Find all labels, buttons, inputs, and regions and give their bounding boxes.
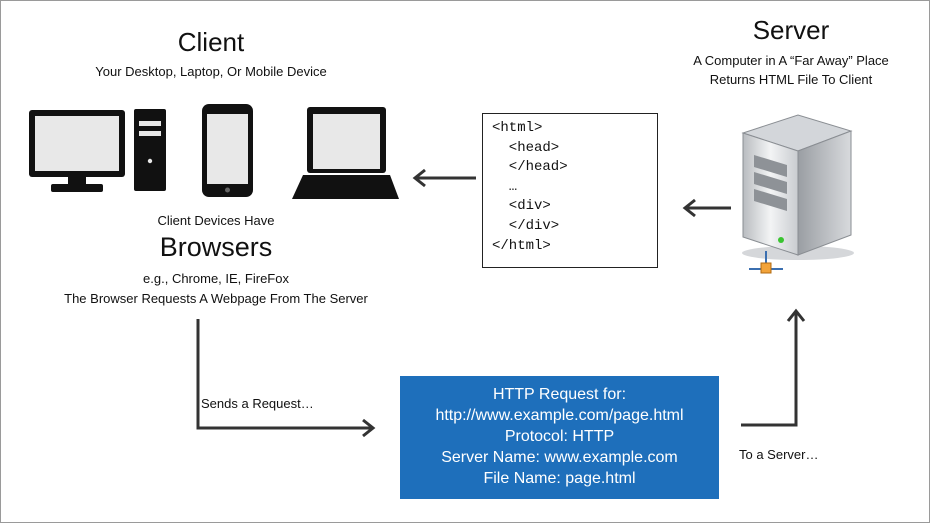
server-subtitle-line1: A Computer in A “Far Away” Place xyxy=(693,53,889,68)
code-line: </div> xyxy=(492,217,560,234)
code-line: </html> xyxy=(492,237,551,254)
request-line: Protocol: HTTP xyxy=(504,428,615,445)
server-subtitle-line2: Returns HTML File To Client xyxy=(709,72,873,87)
browsers-examples: e.g., Chrome, IE, FireFox xyxy=(143,271,289,286)
request-line: Server Name: www.example.com xyxy=(441,449,678,466)
client-devices-text: Client Devices Have xyxy=(157,213,275,228)
tower-pc-icon xyxy=(134,109,166,191)
code-line: <div> xyxy=(492,198,551,215)
code-line: <html> xyxy=(492,120,543,136)
to-server-label: To a Server… xyxy=(739,447,819,462)
arrow-request-to-server xyxy=(741,308,806,427)
code-line: <head> xyxy=(492,139,560,156)
request-line: http://www.example.com/page.html xyxy=(435,407,684,424)
html-code-box: <html> <head> </head> … <div> </div> </h… xyxy=(482,113,658,268)
arrow-code-to-client xyxy=(412,168,476,188)
request-line: File Name: page.html xyxy=(483,470,636,487)
server-icon xyxy=(741,114,854,274)
code-line: </head> xyxy=(492,159,568,176)
code-line: … xyxy=(492,178,518,195)
server-title: Server xyxy=(752,15,830,45)
arrow-client-to-request xyxy=(196,319,376,438)
arrow-server-to-code xyxy=(682,198,731,218)
phone-icon xyxy=(202,104,253,197)
browser-requests-text: The Browser Requests A Webpage From The … xyxy=(64,291,368,306)
request-line: HTTP Request for: xyxy=(492,386,627,403)
browsers-title: Browsers xyxy=(159,232,273,262)
laptop-icon xyxy=(292,107,399,199)
sends-request-label: Sends a Request… xyxy=(201,396,314,411)
client-subtitle: Your Desktop, Laptop, Or Mobile Device xyxy=(95,64,327,79)
http-request-box: HTTP Request for: http://www.example.com… xyxy=(400,376,719,499)
monitor-icon xyxy=(29,110,125,192)
client-title: Client xyxy=(177,27,245,57)
